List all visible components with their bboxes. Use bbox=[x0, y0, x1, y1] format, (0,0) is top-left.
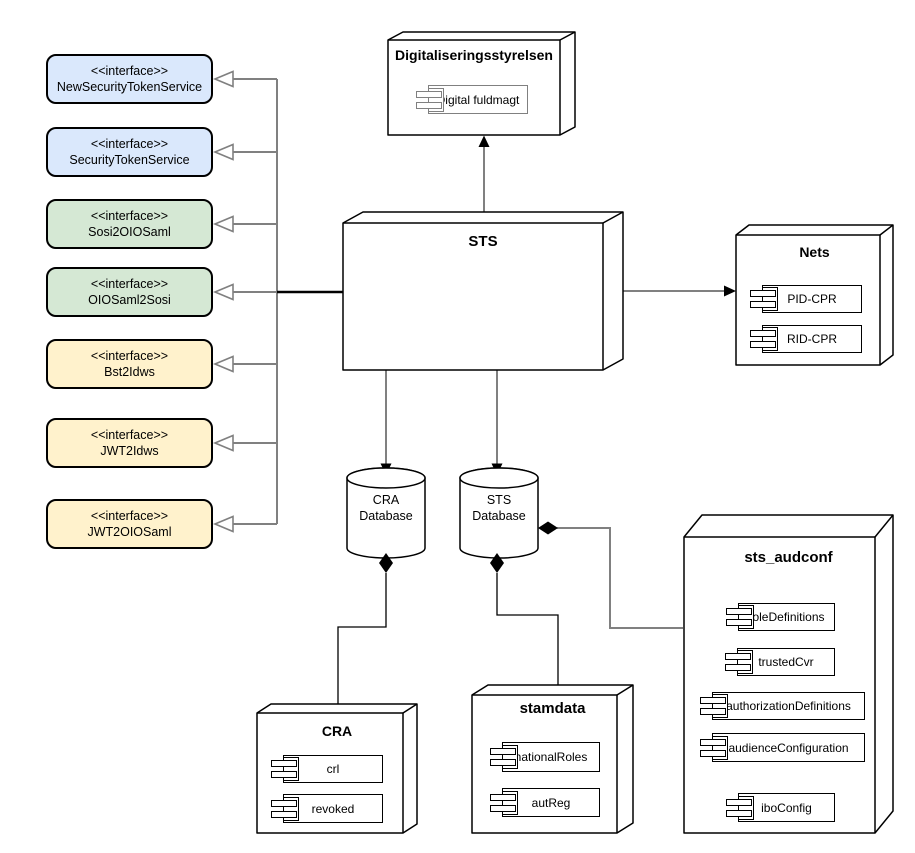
interface-name: Bst2Idws bbox=[104, 365, 155, 379]
component-label: iboConfig bbox=[761, 800, 812, 815]
connector-sts-to-digitaliseringsstyrelsen bbox=[478, 135, 490, 212]
component-digital-fuldmagt: Digital fuldmagt bbox=[416, 85, 528, 114]
interface-jwt2oiosaml: <<interface>> JWT2OIOSaml bbox=[46, 499, 213, 549]
database-cylinder-cra bbox=[346, 467, 426, 559]
open-triangle-arrowheads bbox=[212, 70, 234, 533]
interface-name: SecurityTokenService bbox=[69, 153, 190, 167]
component-icon bbox=[750, 327, 778, 351]
interface-name: OIOSaml2Sosi bbox=[88, 293, 171, 307]
interface-name: Sosi2OIOSaml bbox=[88, 225, 171, 239]
interface-name: JWT2Idws bbox=[100, 444, 159, 458]
interface-stereotype: <<interface>> bbox=[90, 428, 169, 442]
interface-stereotype: <<interface>> bbox=[90, 277, 169, 291]
interface-stereotype: <<interface>> bbox=[90, 209, 169, 223]
component-icon bbox=[700, 735, 728, 760]
component-icon bbox=[490, 790, 518, 815]
component-label: Digital fuldmagt bbox=[436, 92, 520, 107]
connector-sts-to-cra-database bbox=[380, 370, 392, 475]
node-title-stamdata: stamdata bbox=[519, 700, 586, 717]
interface-stereotype: <<interface>> bbox=[90, 509, 169, 523]
interface-stereotype: <<interface>> bbox=[90, 349, 169, 363]
interface-stereotype: <<interface>> bbox=[90, 137, 169, 151]
component-rid-cpr: RID-CPR bbox=[750, 325, 862, 353]
component-trustedcvr: trustedCvr bbox=[725, 648, 835, 676]
component-icon bbox=[700, 694, 728, 718]
interface-jwt2idws: <<interface>> JWT2Idws bbox=[46, 418, 213, 468]
component-label: RID-CPR bbox=[787, 332, 837, 346]
interface-name: NewSecurityTokenService bbox=[56, 80, 203, 94]
interface-stereotype: <<interface>> bbox=[90, 64, 169, 78]
interface-bst2idws: <<interface>> Bst2Idws bbox=[46, 339, 213, 389]
database-name-line: Database bbox=[472, 509, 526, 523]
component-label: authorizationDefinitions bbox=[726, 699, 851, 713]
composition-diamonds bbox=[379, 521, 558, 573]
database-label-cra: CRA Database bbox=[347, 492, 425, 524]
component-label: audienceConfiguration bbox=[728, 740, 849, 755]
database-name-line: CRA bbox=[372, 493, 400, 507]
component-label: trustedCvr bbox=[758, 655, 814, 669]
component-crl: crl bbox=[271, 755, 383, 783]
interface-sosi2oiosaml: <<interface>> Sosi2OIOSaml bbox=[46, 199, 213, 249]
node-title-sts: STS bbox=[468, 233, 498, 250]
node-title-nets: Nets bbox=[799, 244, 830, 260]
component-revoked: revoked bbox=[271, 794, 383, 823]
interface-oiosaml2sosi: <<interface>> OIOSaml2Sosi bbox=[46, 267, 213, 317]
connector-stsdb-to-stamdata bbox=[496, 573, 559, 686]
component-icon bbox=[416, 87, 444, 112]
node-title-cra: CRA bbox=[321, 723, 353, 739]
node-title-sts-audconf: sts_audconf bbox=[744, 549, 833, 566]
component-audienceconfiguration: audienceConfiguration bbox=[700, 733, 865, 762]
connector-cradb-to-cra bbox=[337, 573, 387, 706]
interface-securitytokenservice: <<interface>> SecurityTokenService bbox=[46, 127, 213, 177]
component-label: crl bbox=[326, 762, 340, 776]
node-box-sts bbox=[342, 211, 624, 371]
component-nationalroles: nationalRoles bbox=[490, 742, 600, 772]
component-pid-cpr: PID-CPR bbox=[750, 285, 862, 313]
interface-newsecuritytokenservice: <<interface>> NewSecurityTokenService bbox=[46, 54, 213, 104]
component-icon bbox=[271, 796, 299, 821]
component-label: nationalRoles bbox=[514, 750, 588, 764]
component-icon bbox=[490, 745, 518, 769]
component-autreg: autReg bbox=[490, 788, 600, 817]
component-icon bbox=[726, 795, 754, 820]
interface-name: JWT2OIOSaml bbox=[87, 525, 172, 539]
component-icon bbox=[271, 757, 299, 781]
database-name-line: STS bbox=[486, 493, 512, 507]
component-icon bbox=[750, 287, 778, 311]
connector-sts-to-nets bbox=[623, 285, 736, 297]
node-title-digitaliseringsstyrelsen: Digitaliseringsstyrelsen bbox=[395, 47, 553, 63]
component-authorizationdefinitions: authorizationDefinitions bbox=[700, 692, 865, 720]
connector-sts-to-sts-database bbox=[491, 370, 503, 475]
database-name-line: Database bbox=[359, 509, 413, 523]
connector-stsdb-to-stsaudconf bbox=[557, 527, 683, 629]
component-icon bbox=[725, 650, 753, 674]
component-label: PID-CPR bbox=[787, 292, 837, 306]
database-cylinder-sts bbox=[459, 467, 539, 559]
component-roledefinitions: roleDefinitions bbox=[726, 603, 835, 631]
connector-interface-trunk bbox=[232, 78, 278, 525]
database-label-sts: STS Database bbox=[460, 492, 538, 524]
component-label: roleDefinitions bbox=[748, 610, 825, 624]
component-label: autReg bbox=[531, 795, 571, 810]
component-label: revoked bbox=[311, 801, 355, 816]
component-iboconfig: iboConfig bbox=[726, 793, 835, 822]
component-icon bbox=[726, 605, 754, 629]
